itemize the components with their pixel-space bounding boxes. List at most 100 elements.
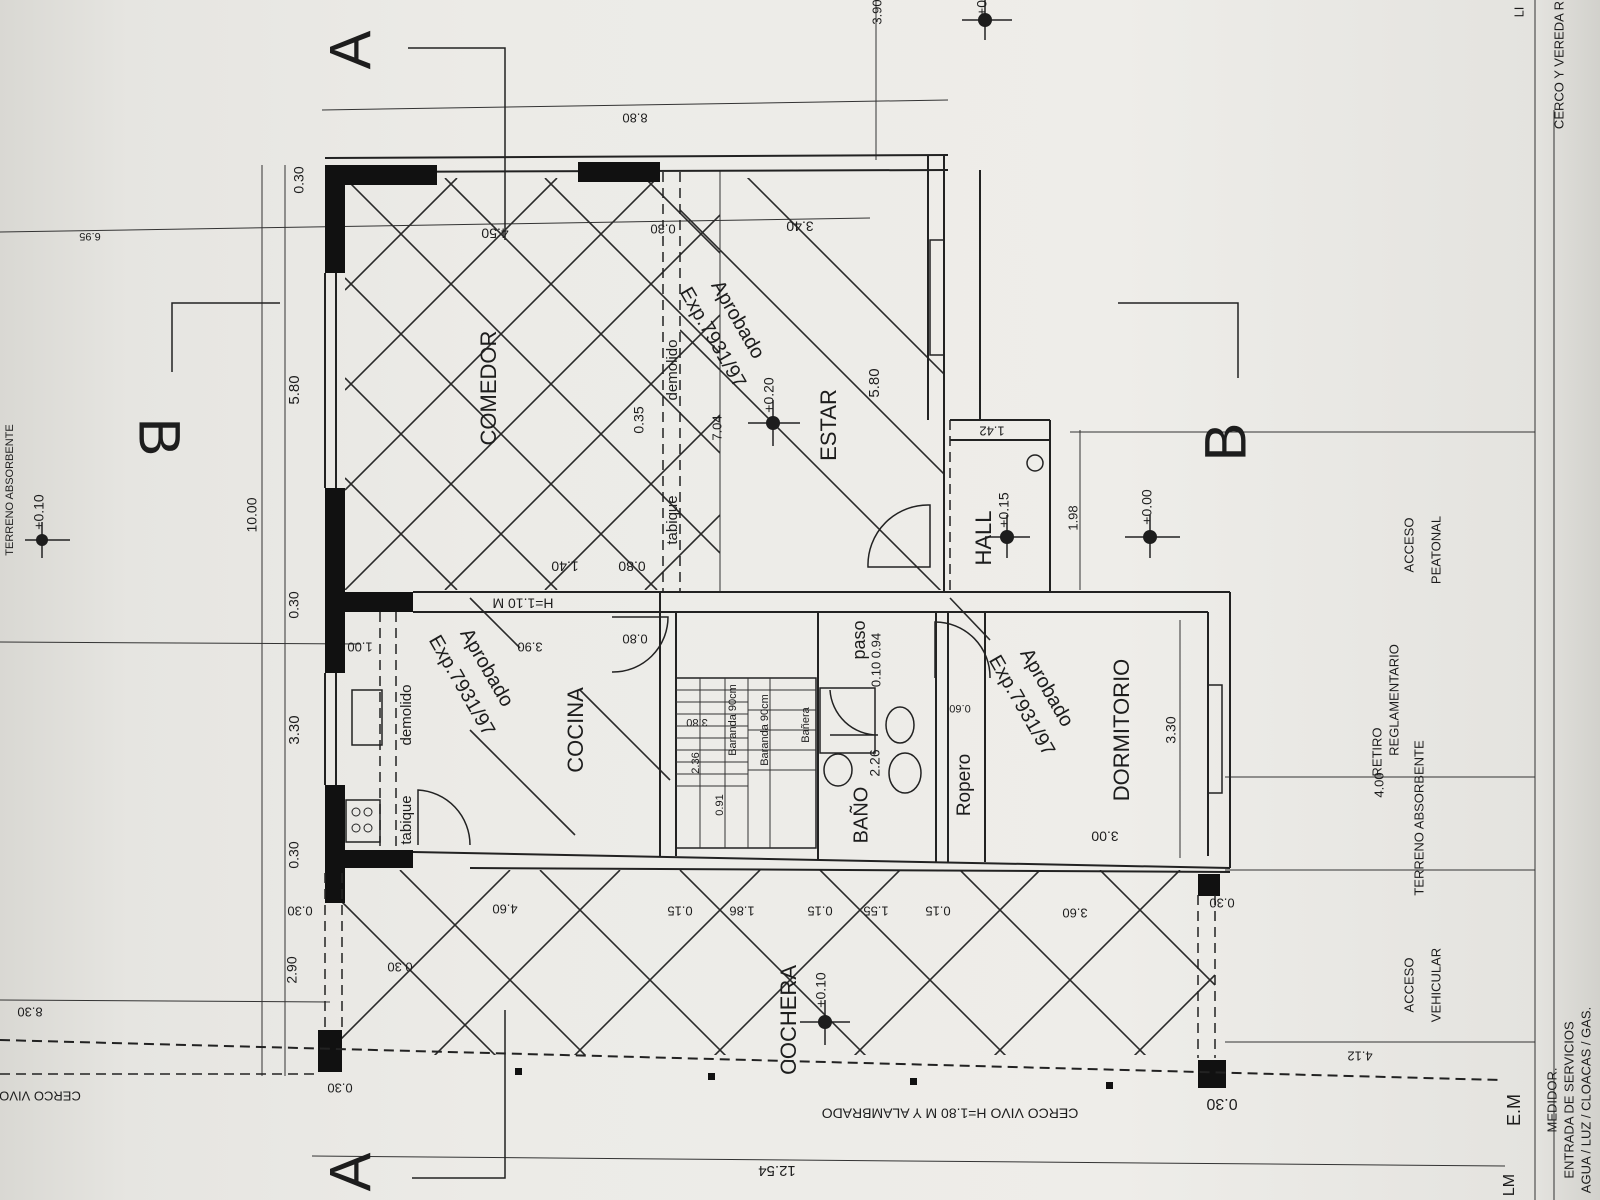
fence-posts bbox=[515, 1068, 1113, 1089]
note-demolido-cocina: demolido bbox=[398, 685, 415, 746]
doors bbox=[417, 504, 991, 846]
dim-3-30-dorm: 3.30 bbox=[1163, 716, 1179, 743]
level-marker bbox=[985, 515, 1030, 558]
room-dormitorio: DORMITORIO bbox=[1109, 659, 1134, 802]
note-reglamentario: REGLAMENTARIO bbox=[1386, 644, 1401, 756]
dim-5-80-estar: 5.80 bbox=[866, 368, 883, 397]
section-b-right: B bbox=[1193, 423, 1258, 462]
dim-0-15-a: 0.15 bbox=[667, 904, 692, 919]
note-li: LI bbox=[1511, 7, 1526, 18]
dim-0-30-br: 0.30 bbox=[327, 1081, 352, 1096]
dim-1-55: 1.55 bbox=[863, 904, 888, 919]
note-servicios: ENTRADA DE SERVICIOS bbox=[1561, 1021, 1576, 1179]
note-cerco-vereda: CERCO Y VEREDA R bbox=[1551, 1, 1566, 129]
estar-tiles bbox=[680, 178, 945, 590]
note-acceso-vehicular-2: VEHICULAR bbox=[1428, 948, 1443, 1022]
dim-0-30-bl: 0.30 bbox=[287, 904, 312, 919]
walls bbox=[0, 154, 1501, 1088]
note-medidor: MEDIDOR. bbox=[1544, 1068, 1559, 1133]
dim-3-90: 3.90 bbox=[517, 640, 542, 655]
room-estar: ESTAR bbox=[816, 389, 841, 461]
section-marker-lines bbox=[171, 47, 1239, 1179]
note-h110: H=1.10 M bbox=[492, 595, 553, 611]
dim-0-15-c: 0.15 bbox=[925, 904, 950, 919]
dim-1-98: 1.98 bbox=[1065, 505, 1080, 530]
dim-2-90: 2.90 bbox=[284, 956, 300, 983]
dim-3-80: 3.80 bbox=[686, 716, 707, 728]
section-a-top: A bbox=[318, 30, 383, 69]
fixtures bbox=[345, 454, 1044, 843]
dim-2-26: 2.26 bbox=[867, 749, 883, 776]
dim-0-30-top: 0.30 bbox=[291, 166, 307, 193]
dim-0-15-b: 0.15 bbox=[807, 904, 832, 919]
level-top-right: +0 bbox=[974, 0, 990, 16]
note-terreno-absorbente: TERRENO ABSORBENTE bbox=[4, 424, 16, 555]
dim-0-80: 0.80 bbox=[618, 558, 645, 574]
dim-2-36: 2.36 bbox=[690, 752, 702, 773]
note-acceso-peatonal-1: ACCESO bbox=[1401, 518, 1416, 573]
level-markers bbox=[25, 0, 1180, 1045]
note-acceso-peatonal-2: PEATONAL bbox=[1428, 516, 1443, 584]
level-marker bbox=[748, 400, 800, 446]
dim-10-00: 10.00 bbox=[244, 497, 260, 532]
section-a-bottom: A bbox=[318, 1152, 383, 1191]
dim-4-12: 4.12 bbox=[1347, 1049, 1372, 1064]
dim-3-40: 3.40 bbox=[786, 218, 813, 234]
dim-0-30-r: 0.30 bbox=[1209, 896, 1234, 911]
level-marker bbox=[962, 0, 1012, 40]
note-tabique-cocina: tabique bbox=[398, 795, 415, 844]
level-acceso: +0.00 bbox=[1139, 489, 1155, 525]
dim-0-91: 0.91 bbox=[714, 794, 726, 815]
note-lm: LM bbox=[1501, 1174, 1518, 1196]
dim-4-60: 4.60 bbox=[492, 902, 517, 917]
note-acceso-vehicular-1: ACCESO bbox=[1401, 958, 1416, 1013]
dim-0-35: 0.35 bbox=[631, 406, 647, 433]
room-cochera: COCHERA bbox=[776, 965, 801, 1075]
dim-0-30-c: 0.30 bbox=[387, 960, 412, 975]
level-terreno: +0.10 bbox=[31, 494, 47, 530]
room-cocina: COCINA bbox=[563, 687, 588, 773]
note-banera: Bañera bbox=[800, 706, 812, 742]
comedor-tiles bbox=[345, 178, 720, 590]
room-ropero: Ropero bbox=[954, 754, 975, 816]
cochera-tiles bbox=[340, 870, 1215, 1055]
note-cerco-vivo-left: CERCO VIVO bbox=[0, 1089, 81, 1104]
note-servicios-2: AGUA / LUZ / CLOACAS / GAS. bbox=[1578, 1007, 1593, 1193]
note-retiro: RETIRO bbox=[1369, 727, 1384, 776]
note-baranda-1: Baranda 90cm bbox=[727, 684, 739, 756]
dim-0-94: 0.10 0.94 bbox=[868, 633, 883, 687]
dim-1-86: 1.86 bbox=[729, 904, 754, 919]
dim-1-42: 1.42 bbox=[979, 424, 1004, 439]
room-paso: paso bbox=[849, 620, 869, 659]
dim-8-80: 8.80 bbox=[622, 111, 647, 126]
note-tabique-comedor: tabique bbox=[664, 495, 681, 544]
dim-1-00: 1.00 bbox=[347, 640, 372, 655]
dim-0-80-b: 0.80 bbox=[622, 632, 647, 647]
note-terreno-absorbente-2: TERRENO ABSORBENTE bbox=[1411, 740, 1426, 896]
stairs bbox=[675, 677, 817, 849]
level-marker bbox=[800, 1000, 850, 1045]
dim-0-30-low: 0.30 bbox=[286, 841, 302, 868]
note-em: E.M bbox=[1504, 1094, 1524, 1126]
level-hall: +0.15 bbox=[996, 492, 1012, 528]
dim-8-30: 8.30 bbox=[17, 1005, 42, 1020]
dim-3-60: 3.60 bbox=[1062, 906, 1087, 921]
dim-3-00: 3.00 bbox=[1091, 828, 1118, 844]
dim-3-90-top: 3.90 bbox=[869, 0, 884, 25]
note-cerco-vivo: CERCO VIVO H=1.80 M Y ALAMBRADO bbox=[822, 1105, 1079, 1121]
dim-12-54: 12.54 bbox=[758, 1162, 796, 1179]
dim-0-30-r2: 0.30 bbox=[1206, 1095, 1237, 1112]
dim-7-04: 7.04 bbox=[709, 415, 724, 440]
dim-5-80-left: 5.80 bbox=[286, 375, 303, 404]
note-demolido-comedor: demolido bbox=[664, 340, 681, 401]
note-baranda-2: Baranda 90cm bbox=[759, 694, 771, 766]
level-marker bbox=[1125, 515, 1180, 558]
cocina-tiles bbox=[469, 597, 991, 836]
level-marker bbox=[25, 522, 70, 558]
dim-0-30-a: 0.30 bbox=[650, 222, 675, 237]
room-hall: HALL bbox=[971, 510, 996, 565]
dim-4-00: 4.00 bbox=[1371, 772, 1386, 797]
